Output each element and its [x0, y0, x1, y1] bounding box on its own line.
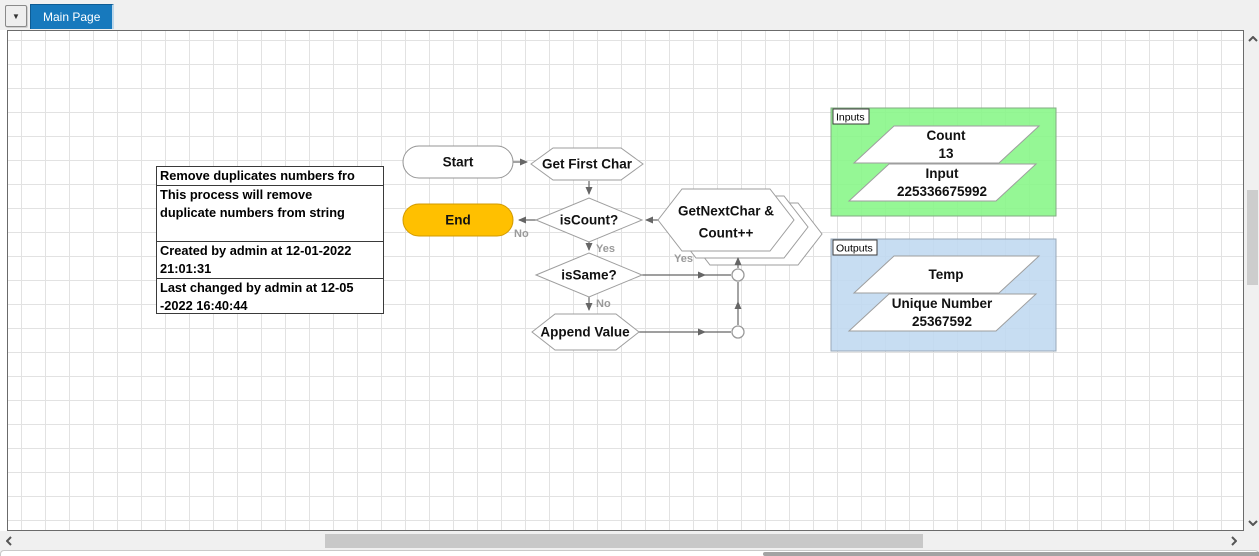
canvas-left-margin	[0, 30, 7, 531]
scroll-right-button[interactable]	[1225, 533, 1243, 549]
horizontal-scrollbar[interactable]	[0, 533, 1246, 549]
data-item-count-value: 13	[938, 146, 954, 161]
append-value-node[interactable]: Append Value	[531, 313, 640, 351]
get-next-char-shape	[657, 188, 795, 252]
data-item-input-name: Input	[926, 166, 959, 181]
data-item-count[interactable]: Count 13	[852, 125, 1041, 164]
tab-list-dropdown-button[interactable]: ▼	[5, 5, 27, 27]
is-same-decision[interactable]: isSame?	[534, 252, 644, 298]
edge-label-issame-yes: Yes	[674, 253, 693, 265]
data-item-temp-shape	[852, 255, 1041, 294]
outputs-panel[interactable]: Outputs Temp Unique Number 25367592	[830, 238, 1057, 352]
process-note[interactable]: Remove duplicates numbers fro This proce…	[156, 166, 384, 314]
data-item-count-name: Count	[927, 128, 966, 143]
get-first-char-node[interactable]: Get First Char	[530, 147, 644, 181]
is-same-shape	[534, 252, 644, 298]
diagram-canvas[interactable]: Inputs Count 13 Input 225336675992 Outpu…	[7, 30, 1244, 531]
append-value-label: Append Value	[540, 325, 630, 340]
note-description-line: duplicate numbers from string	[160, 205, 345, 220]
data-item-count-shape	[852, 125, 1041, 164]
horizontal-scrollbar-thumb[interactable]	[325, 534, 923, 548]
note-description-section: This process will remove duplicate numbe…	[157, 186, 383, 242]
note-title: Remove duplicates numbers fro	[160, 168, 355, 183]
data-item-unique-number-value: 25367592	[912, 314, 972, 329]
vertical-scrollbar-thumb[interactable]	[1247, 190, 1258, 285]
note-changed-line: -2022 16:40:44	[160, 298, 248, 313]
note-title-section: Remove duplicates numbers fro	[157, 167, 383, 186]
start-node-shape	[402, 145, 514, 179]
edge-label-issame-no: No	[596, 298, 611, 310]
inputs-panel-label-box	[832, 108, 870, 125]
data-item-input-shape	[847, 163, 1038, 202]
start-node[interactable]: Start	[402, 145, 514, 179]
vertical-scrollbar[interactable]	[1246, 30, 1259, 531]
tab-label: Main Page	[43, 10, 101, 24]
get-next-char-label-line2: Count++	[699, 226, 754, 241]
chevron-down-icon: ▼	[12, 11, 20, 21]
tab-main-page[interactable]: Main Page	[30, 4, 115, 29]
get-next-char-node[interactable]: GetNextChar & Count++	[657, 188, 795, 252]
data-item-unique-number[interactable]: Unique Number 25367592	[847, 293, 1038, 332]
outputs-panel-label-box	[832, 239, 878, 256]
scroll-down-icon	[1247, 519, 1258, 526]
junction-circle-top[interactable]	[731, 268, 745, 282]
data-item-input-value: 225336675992	[897, 184, 987, 199]
data-item-unique-number-name: Unique Number	[892, 296, 993, 311]
is-count-label: isCount?	[560, 213, 619, 228]
outputs-panel-title: Outputs	[836, 243, 873, 255]
start-node-label: Start	[443, 155, 474, 170]
inputs-panel[interactable]: Inputs Count 13 Input 225336675992	[830, 107, 1057, 217]
note-changed-line: Last changed by admin at 12-05	[160, 280, 354, 295]
note-created-line: 21:01:31	[160, 261, 212, 276]
edge-label-iscount-yes: Yes	[596, 243, 615, 255]
scroll-up-button[interactable]	[1246, 30, 1259, 47]
scroll-right-icon	[1231, 536, 1237, 546]
is-count-shape	[534, 197, 644, 243]
is-same-label: isSame?	[561, 268, 617, 283]
note-created-line: Created by admin at 12-01-2022	[160, 243, 352, 258]
get-first-char-label: Get First Char	[542, 157, 633, 172]
scroll-left-button[interactable]	[0, 533, 18, 549]
junction-circle-bottom[interactable]	[731, 325, 745, 339]
get-first-char-shape	[530, 147, 644, 181]
tab-bar: ▼ Main Page	[0, 0, 1259, 30]
data-item-temp[interactable]: Temp	[852, 255, 1041, 294]
data-item-temp-name: Temp	[928, 267, 963, 282]
data-item-unique-number-shape	[847, 293, 1038, 332]
data-item-input[interactable]: Input 225336675992	[847, 163, 1038, 202]
end-node-label: End	[445, 213, 471, 228]
note-created-section: Created by admin at 12-01-2022 21:01:31	[157, 242, 383, 279]
bottom-panel-edge	[0, 550, 1259, 556]
note-changed-section: Last changed by admin at 12-05 -2022 16:…	[157, 279, 383, 313]
note-description-line: This process will remove	[160, 187, 313, 202]
scroll-left-icon	[6, 536, 12, 546]
inputs-panel-title: Inputs	[836, 112, 865, 124]
connector-layer	[513, 158, 742, 336]
edge-label-iscount-no: No	[514, 228, 529, 240]
end-node[interactable]: End	[402, 203, 514, 237]
bottom-panel-scrollbar-thumb[interactable]	[763, 552, 1259, 556]
scroll-up-icon	[1247, 35, 1258, 42]
scroll-down-button[interactable]	[1246, 514, 1259, 531]
end-node-shape	[402, 203, 514, 237]
get-next-char-label-line1: GetNextChar &	[678, 204, 774, 219]
flowchart-layer: Inputs Count 13 Input 225336675992 Outpu…	[402, 107, 1057, 352]
is-count-decision[interactable]: isCount?	[534, 197, 644, 243]
append-value-shape	[531, 313, 640, 351]
